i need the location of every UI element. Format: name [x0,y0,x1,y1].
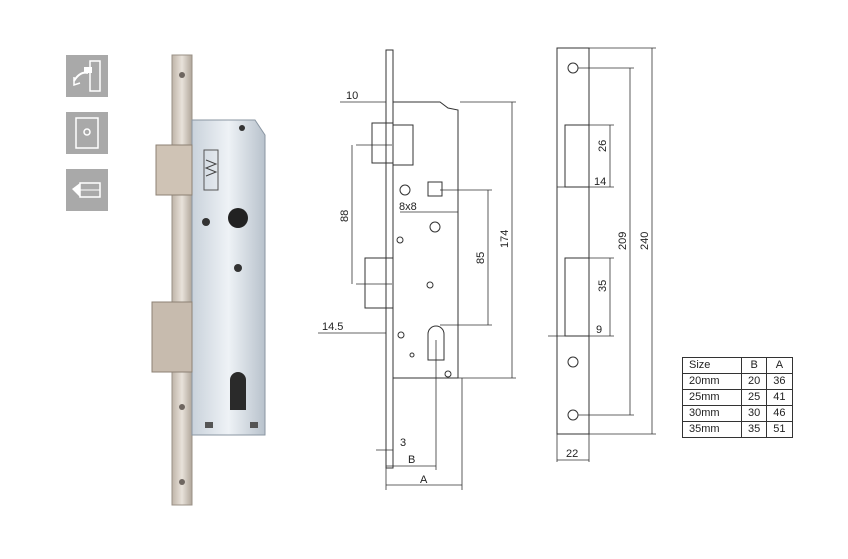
dim-35: 35 [597,280,609,292]
lock-photo [151,54,266,506]
dim-22: 22 [566,448,578,460]
dim-14-5: 14.5 [322,321,343,333]
cell-size: 25mm [682,389,742,406]
dim-10: 10 [346,90,358,102]
dim-A: A [420,474,428,486]
dim-8x8: 8x8 [399,201,417,213]
cell-b: 25 [740,389,768,406]
cell-a: 41 [766,389,793,406]
size-table: Size B A 20mm 20 36 25mm 25 41 30mm 30 4… [682,357,793,438]
cell-a: 46 [766,405,793,422]
dim-240: 240 [639,232,651,250]
cell-size: 20mm [682,373,742,390]
cell-b: 30 [740,405,768,422]
table-row: 20mm 20 36 [682,373,793,390]
table-row: 30mm 30 46 [682,405,793,422]
dim-B: B [408,454,415,466]
dim-26: 26 [597,140,609,152]
dim-3: 3 [400,437,406,449]
size-table-header: Size B A [682,357,793,374]
cell-b: 20 [740,373,768,390]
dim-88: 88 [339,210,351,222]
dim-9: 9 [596,324,602,336]
cell-size: 35mm [682,421,742,438]
latch-bolt-icon [66,169,108,211]
dim-209: 209 [617,232,629,250]
cell-a: 36 [766,373,793,390]
cell-size: 30mm [682,405,742,422]
cell-a: 51 [766,421,793,438]
table-row: 25mm 25 41 [682,389,793,406]
dim-85: 85 [475,252,487,264]
table-row: 35mm 35 51 [682,421,793,438]
header-a: A [766,357,793,374]
door-panel-icon [66,112,108,154]
cell-b: 35 [740,421,768,438]
header-size: Size [682,357,742,374]
dim-174: 174 [499,230,511,248]
door-push-icon [66,55,108,97]
header-b: B [740,357,768,374]
dim-14: 14 [594,176,606,188]
